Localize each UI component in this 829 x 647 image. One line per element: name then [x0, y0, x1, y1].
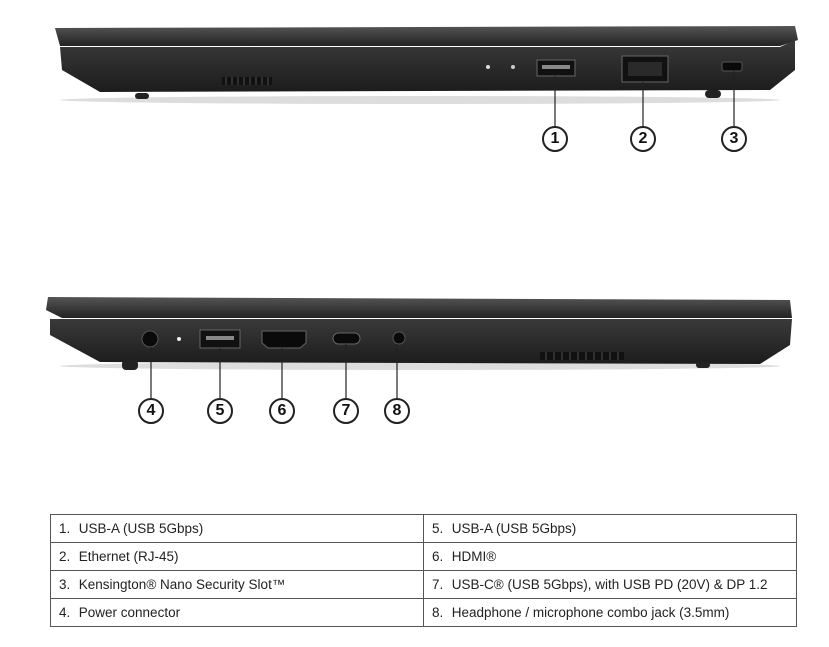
item-number: 6.: [432, 549, 444, 564]
callout-7: 7: [333, 398, 359, 424]
audio-jack: [392, 331, 406, 345]
table-row: 2. Ethernet (RJ-45) 6. HDMI®: [50, 542, 797, 571]
callout-6: 6: [269, 398, 295, 424]
item-label: Ethernet (RJ-45): [78, 549, 179, 564]
item-number: 7.: [432, 577, 444, 592]
item-number: 3.: [59, 577, 71, 592]
item-number: 2.: [59, 549, 71, 564]
table-row: 1. USB-A (USB 5Gbps) 5. USB-A (USB 5Gbps…: [50, 514, 797, 543]
item-number: 8.: [432, 605, 444, 620]
item-label: HDMI®: [451, 549, 497, 564]
usb-c-port: [332, 332, 361, 345]
power-port: [141, 330, 159, 348]
security-slot: [721, 61, 743, 72]
laptop-right-side: [55, 26, 798, 126]
laptop-left-side: [46, 297, 792, 398]
item-number: 4.: [59, 605, 71, 620]
table-row: 3. Kensington® Nano Security Slot™ 7. US…: [50, 570, 797, 599]
item-label: USB-A (USB 5Gbps): [78, 521, 204, 536]
callout-3: 3: [721, 126, 747, 152]
callout-2: 2: [630, 126, 656, 152]
callout-5: 5: [207, 398, 233, 424]
item-label: Power connector: [78, 605, 181, 620]
item-number: 5.: [432, 521, 444, 536]
callout-4: 4: [138, 398, 164, 424]
item-number: 1.: [59, 521, 71, 536]
table-row: 4. Power connector 8. Headphone / microp…: [50, 598, 797, 627]
item-label: USB-C® (USB 5Gbps), with USB PD (20V) & …: [451, 577, 768, 592]
callout-8: 8: [384, 398, 410, 424]
item-label: Kensington® Nano Security Slot™: [78, 577, 286, 592]
hdmi-port: [261, 330, 307, 349]
callout-1: 1: [542, 126, 568, 152]
ports-table: 1. USB-A (USB 5Gbps) 5. USB-A (USB 5Gbps…: [50, 514, 797, 627]
item-label: USB-A (USB 5Gbps): [451, 521, 577, 536]
item-label: Headphone / microphone combo jack (3.5mm…: [451, 605, 730, 620]
